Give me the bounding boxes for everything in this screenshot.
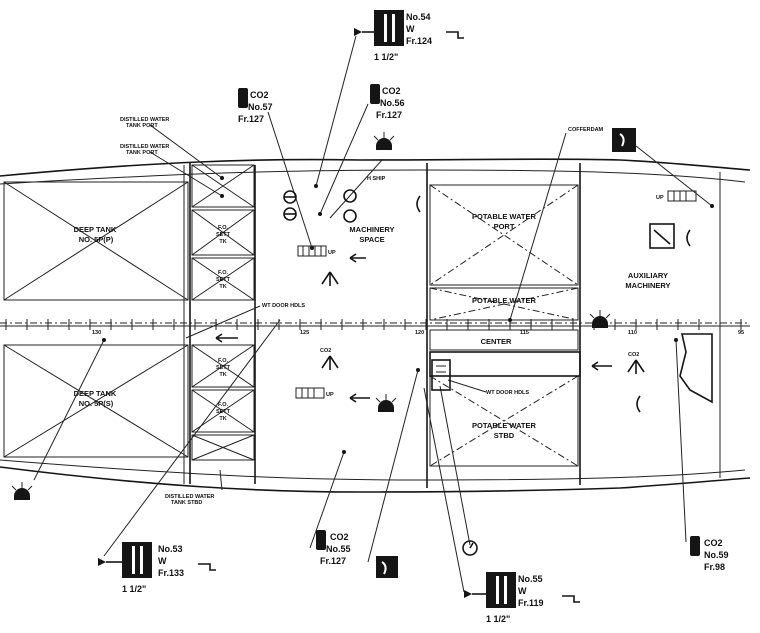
- co2-callout-56: CO2 No.56 Fr.127: [370, 84, 405, 120]
- hose-54-size: 1 1/2": [374, 52, 398, 62]
- machinery-symbols: [283, 189, 357, 223]
- hose-53-w: W: [158, 556, 167, 566]
- co2-nozzle-icon: [321, 271, 645, 374]
- co2-56-fr: Fr.127: [376, 110, 402, 120]
- up-label-1: UP: [328, 250, 336, 256]
- fire-hose-callout-54: No.54 W Fr.124 1 1/2": [354, 10, 464, 62]
- frame-130: 130: [92, 330, 101, 336]
- centerline: [0, 322, 750, 327]
- alarm-beacon-icon: [11, 132, 611, 500]
- co2-59-no: No.59: [704, 550, 729, 560]
- svg-text:CENTER: CENTER: [481, 337, 512, 346]
- co2-59-fr: Fr.98: [704, 562, 725, 572]
- leader-lines: [33, 35, 713, 593]
- hose-54-w: W: [406, 24, 415, 34]
- hose-53-no: No.53: [158, 544, 183, 554]
- up-ladder-machinery: UP: [297, 245, 336, 257]
- hose-55-no: No.55: [518, 574, 543, 584]
- co2-59-title: CO2: [704, 538, 723, 548]
- frame-120: 120: [415, 330, 424, 336]
- up-label-3: UP: [656, 195, 664, 201]
- co2-55-no: No.55: [326, 544, 351, 554]
- hose-55-fr: Fr.119: [518, 598, 544, 608]
- frame-110: 110: [628, 330, 637, 336]
- wt-door-label-upper: WT DOOR HDLS: [262, 303, 305, 309]
- frame-115: 115: [520, 330, 529, 336]
- wt-door-label-lower: WT DOOR HDLS: [486, 390, 529, 396]
- potable-water-tank-center: POTABLE WATER: [429, 287, 579, 321]
- svg-text:POTABLE WATER: POTABLE WATER: [472, 296, 536, 305]
- telephone-icon: [416, 195, 691, 413]
- center-tank: CENTER: [429, 329, 579, 351]
- h-ship-label: H SHIP: [367, 176, 386, 182]
- deep-tank-port: DEEP TANK NO. 5P(P): [3, 181, 189, 301]
- co2-machinery-label: CO2: [320, 348, 331, 354]
- distilled-water-tank-port: [191, 164, 255, 208]
- arrow-icon: [215, 253, 612, 403]
- deep-tank-stbd: DEEP TANK NO. 5P(S): [3, 344, 189, 458]
- up-ladder-stbd: UP: [295, 387, 334, 399]
- fire-alarm-box-icon: [376, 128, 636, 578]
- hose-55-size: 1 1/2": [486, 614, 510, 624]
- distilled-water-tank-stbd: [191, 434, 255, 461]
- co2-57-title: CO2: [250, 90, 269, 100]
- co2-55-fr: Fr.127: [320, 556, 346, 566]
- co2-callout-59: CO2 No.59 Fr.98: [690, 536, 729, 572]
- co2-57-no: No.57: [248, 102, 273, 112]
- co2-callout-55: CO2 No.55 Fr.127: [316, 530, 351, 566]
- fire-extinguisher-cabinet: [431, 359, 451, 391]
- frame-125: 125: [300, 330, 309, 336]
- fire-hose-callout-53: No.53 W Fr.133 1 1/2": [98, 542, 216, 594]
- co2-57-fr: Fr.127: [238, 114, 264, 124]
- gauge-icon: [462, 540, 478, 556]
- hull-outline: [0, 158, 751, 493]
- frame-95: 95: [738, 330, 744, 336]
- co2-55-title: CO2: [330, 532, 349, 542]
- hose-55-w: W: [518, 586, 527, 596]
- frame-ticks: [5, 319, 742, 330]
- bulkheads: [183, 162, 721, 488]
- cofferdam-label: COFFERDAM: [568, 127, 604, 133]
- frame-numbers: 130 125 120 115 110 95: [92, 330, 744, 336]
- co2-aux-label: CO2: [628, 352, 639, 358]
- co2-56-no: No.56: [380, 98, 405, 108]
- up-label-2: UP: [326, 392, 334, 398]
- hose-53-size: 1 1/2": [122, 584, 146, 594]
- deep-tank-port-label: DEEP TANK NO. 5P(P): [74, 225, 119, 244]
- hose-53-fr: Fr.133: [158, 568, 184, 578]
- co2-56-title: CO2: [382, 86, 401, 96]
- hose-54-fr: Fr.124: [406, 36, 432, 46]
- center-passage: [429, 351, 581, 377]
- co2-callout-57: CO2 No.57 Fr.127: [238, 88, 273, 124]
- deep-tank-stbd-label: DEEP TANK NO. 5P(S): [74, 389, 119, 408]
- hose-54-no: No.54: [406, 12, 431, 22]
- hose-reel-icon: [649, 223, 675, 249]
- fire-hose-callout-55: No.55 W Fr.119 1 1/2": [464, 572, 580, 624]
- up-ladder-aux: UP: [656, 190, 697, 202]
- aux-machinery-outline: [679, 333, 713, 404]
- leader-endpoints: [102, 176, 714, 454]
